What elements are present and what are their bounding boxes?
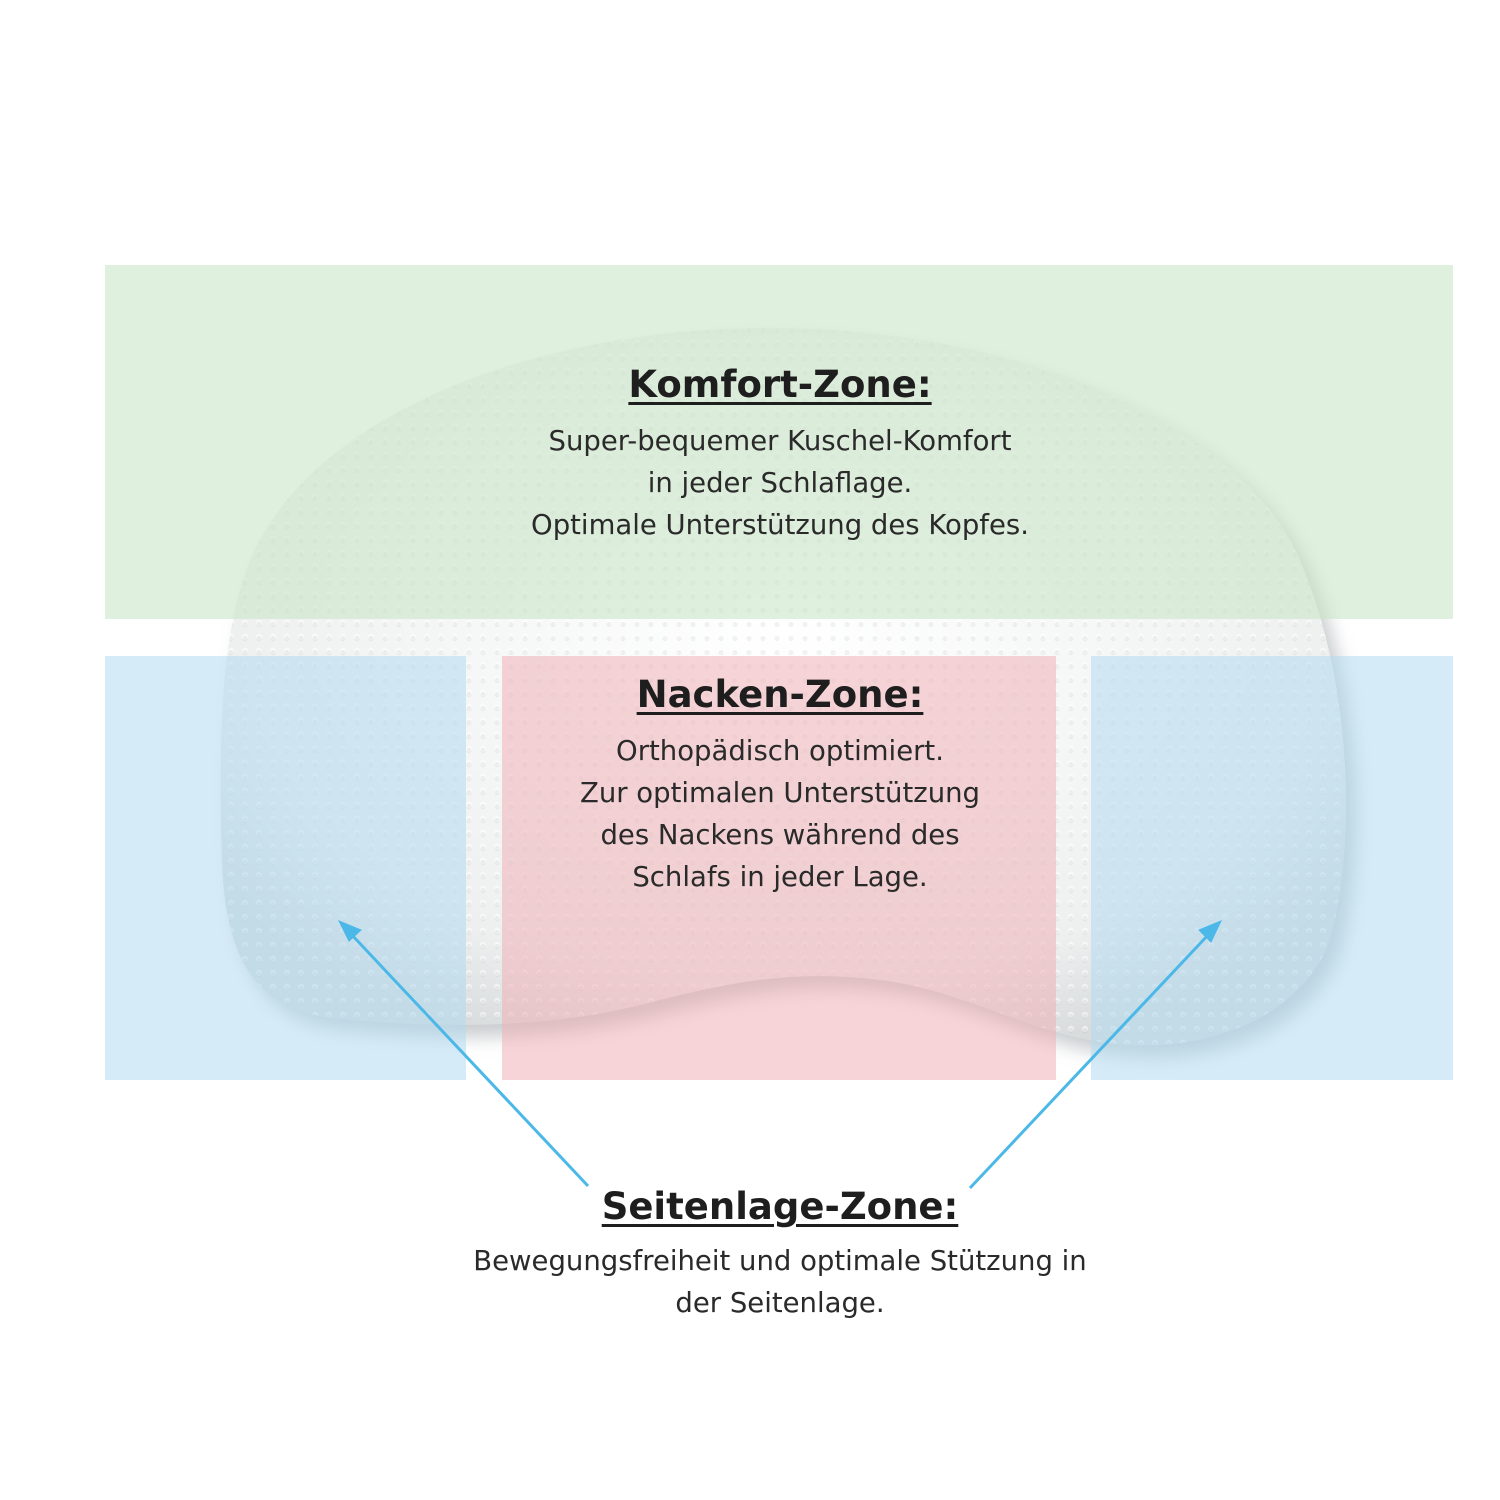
- nacken-zone-line: des Nackens während des: [600, 819, 960, 851]
- komfort-zone-title: Komfort-Zone:: [628, 363, 932, 406]
- seitenlage-zone-description: Bewegungsfreiheit und optimale Stützung …: [330, 1240, 1230, 1324]
- komfort-zone-area: [105, 265, 1453, 619]
- seitenlage-zone-title: Seitenlage-Zone:: [601, 1185, 959, 1228]
- seitenlage-zone-line: der Seitenlage.: [675, 1287, 885, 1319]
- nacken-zone-line: Zur optimalen Unterstützung: [579, 777, 981, 809]
- arrow-icon: [337, 920, 362, 942]
- nacken-zone-line: Orthopädisch optimiert.: [616, 735, 944, 767]
- seitenlage-zone-line: Bewegungsfreiheit und optimale Stützung …: [473, 1245, 1087, 1277]
- komfort-zone-label: Komfort-Zone: Super-bequemer Kuschel-Kom…: [380, 362, 1180, 546]
- arrow-icon: [968, 932, 1211, 1190]
- komfort-zone-line: in jeder Schlaflage.: [647, 467, 913, 499]
- seitenlage-zone-area-right: [1091, 656, 1453, 1080]
- arrow-icon: [1198, 920, 1223, 943]
- nacken-zone-line: Schlafs in jeder Lage.: [632, 861, 928, 893]
- nacken-zone-description: Orthopädisch optimiert. Zur optimalen Un…: [480, 730, 1080, 898]
- arrow-icon: [349, 932, 590, 1188]
- nacken-zone-area: [502, 656, 1056, 1080]
- nacken-zone-label: Nacken-Zone: Orthopädisch optimiert. Zur…: [480, 672, 1080, 898]
- komfort-zone-line: Optimale Unterstützung des Kopfes.: [531, 509, 1029, 541]
- komfort-zone-description: Super-bequemer Kuschel-Komfort in jeder …: [380, 420, 1180, 546]
- nacken-zone-title: Nacken-Zone:: [636, 673, 924, 716]
- komfort-zone-line: Super-bequemer Kuschel-Komfort: [548, 425, 1012, 457]
- seitenlage-zone-area-left: [105, 656, 466, 1080]
- seitenlage-zone-label: Seitenlage-Zone: Bewegungsfreiheit und o…: [330, 1184, 1230, 1324]
